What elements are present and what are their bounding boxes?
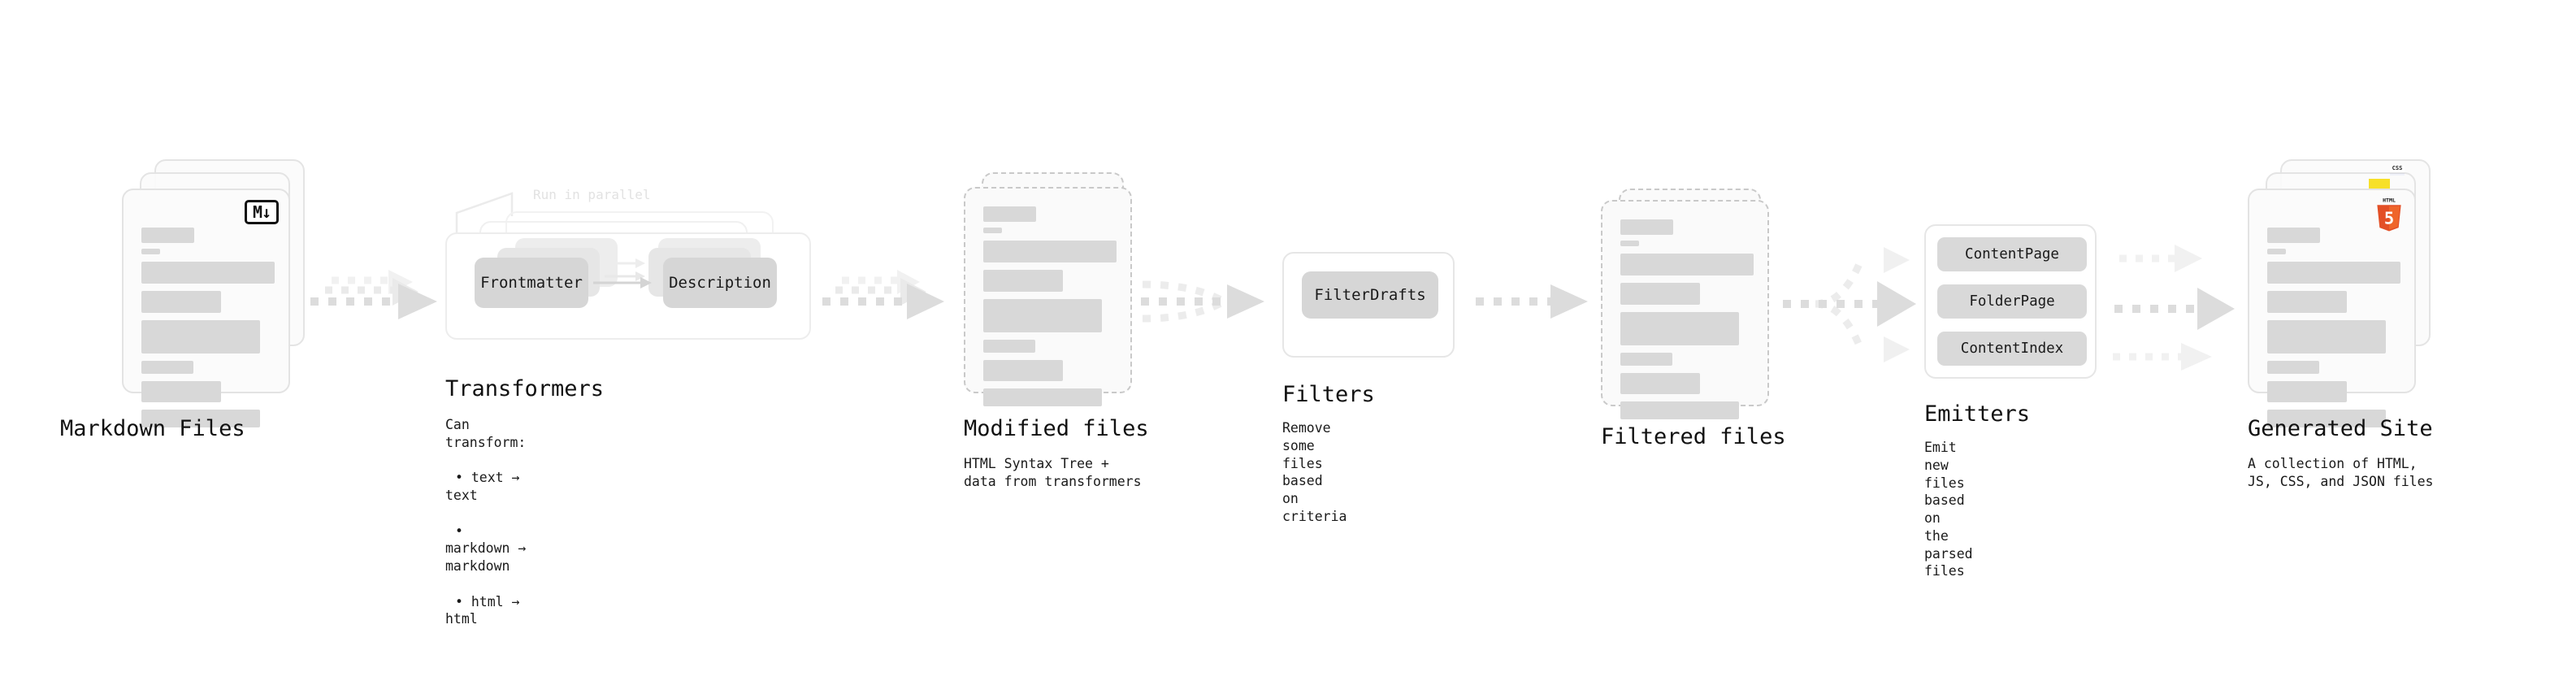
skeleton-bar — [141, 228, 194, 243]
stage-title-markdown-files: Markdown Files — [60, 416, 245, 441]
skeleton-bar — [983, 228, 1002, 233]
stage-desc-filters: Remove some files based on criteria — [1282, 420, 1347, 524]
transform-item: • markdown → markdown — [445, 523, 527, 575]
skeleton-bar — [1620, 312, 1739, 345]
skeleton-bar — [2267, 381, 2347, 402]
pill-label: ContentPage — [1965, 246, 2059, 262]
html5-icon: HTML 5 — [2377, 197, 2401, 232]
pill-label: FilterDrafts — [1314, 286, 1426, 304]
transformer-pill-description[interactable]: Description — [663, 258, 777, 308]
modified-skeleton-bars — [983, 206, 1117, 414]
emitter-pill-folderpage[interactable]: FolderPage — [1937, 284, 2087, 319]
skeleton-bar — [1620, 373, 1700, 394]
transform-item: • html → html — [445, 593, 520, 627]
emitters-panel: ContentPage FolderPage ContentIndex — [1924, 224, 2097, 379]
stage-desc-emitters: Emit new files based on the parsed files — [1924, 440, 1973, 579]
site-card-front: HTML 5 — [2248, 189, 2416, 427]
modified-card-front — [964, 187, 1132, 406]
skeleton-bar — [141, 381, 221, 402]
connector-emitters-to-site — [2113, 245, 2235, 371]
skeleton-bar — [983, 388, 1102, 406]
filtered-skeleton-bars — [1620, 219, 1754, 427]
skeleton-bar — [1620, 283, 1700, 305]
emitter-pill-contentpage[interactable]: ContentPage — [1937, 237, 2087, 271]
html5-icon-number: 5 — [2384, 209, 2394, 228]
stage-generated-site: CSS HTML 5 — [2248, 159, 2435, 489]
pill-label: FolderPage — [1969, 293, 2055, 310]
filters-panel: FilterDrafts — [1282, 252, 1455, 358]
stage-title-filters: Filters — [1282, 382, 1375, 407]
site-skeleton-bars — [2267, 228, 2400, 435]
run-in-parallel-label: Run in parallel — [533, 187, 651, 202]
skeleton-bar — [1620, 254, 1754, 275]
stage-markdown-files: M↓ Markdown Files — [60, 159, 309, 441]
stage-title-emitters: Emitters — [1924, 401, 2031, 427]
skeleton-bar — [2267, 410, 2386, 427]
stage-title-generated-site: Generated Site — [2248, 416, 2433, 441]
skeleton-bar — [1620, 219, 1673, 235]
markdown-skeleton-bars — [141, 228, 275, 435]
html5-icon-label: HTML — [2383, 197, 2396, 204]
stage-desc-transformers: Can transform: • text → text • markdown … — [445, 416, 526, 628]
stage-filtered-files: Filtered files — [1601, 189, 1786, 449]
skeleton-bar — [983, 206, 1036, 222]
site-card-stack: CSS HTML 5 — [2248, 159, 2435, 427]
connector-markdown-to-transformers — [310, 270, 437, 319]
skeleton-bar — [1620, 353, 1672, 366]
transformer-inner-arrow — [593, 277, 652, 288]
skeleton-bar — [2267, 262, 2400, 284]
transformer-pill-frontmatter[interactable]: Frontmatter — [475, 258, 588, 308]
markdown-card-stack: M↓ — [122, 159, 309, 427]
skeleton-bar — [983, 340, 1035, 353]
transform-intro: Can transform: — [445, 417, 527, 450]
markdown-card-front: M↓ — [122, 189, 290, 427]
pill-label: ContentIndex — [1960, 340, 2064, 357]
run-in-parallel-bracket — [455, 192, 514, 237]
skeleton-bar — [983, 270, 1063, 292]
skeleton-bar — [141, 262, 275, 284]
stage-title-filtered-files: Filtered files — [1601, 424, 1786, 449]
skeleton-bar — [2267, 320, 2386, 354]
skeleton-bar — [2267, 361, 2319, 374]
skeleton-bar — [2267, 228, 2320, 243]
skeleton-bar — [141, 361, 193, 374]
filtered-card-stack — [1601, 189, 1780, 419]
skeleton-bar — [141, 249, 160, 254]
transformer-inner-arrow-ghost — [605, 258, 645, 281]
skeleton-bar — [141, 410, 260, 427]
skeleton-bar — [1620, 241, 1639, 246]
connector-transformers-to-modified — [822, 270, 944, 319]
skeleton-bar — [983, 299, 1102, 332]
markdown-icon-arrow: ↓ — [262, 202, 271, 222]
stage-desc-generated-site: A collection of HTML, JS, CSS, and JSON … — [2248, 456, 2434, 489]
transform-item: • text → text — [445, 470, 520, 504]
pill-label: Description — [669, 274, 771, 292]
skeleton-bar — [983, 360, 1063, 381]
markdown-icon: M↓ — [245, 200, 279, 224]
skeleton-bar — [2267, 249, 2286, 254]
connector-filtered-to-emitters — [1783, 247, 1916, 362]
skeleton-bar — [141, 320, 260, 354]
filter-pill-filterdrafts[interactable]: FilterDrafts — [1302, 271, 1438, 319]
stage-title-modified-files: Modified files — [964, 416, 1149, 441]
filtered-card-front — [1601, 200, 1769, 419]
skeleton-bar — [141, 291, 221, 313]
stage-modified-files: Modified files HTML Syntax Tree + data f… — [964, 172, 1149, 489]
markdown-icon-letter: M — [252, 202, 262, 222]
connector-filters-to-filtered — [1476, 284, 1588, 319]
pill-label: Frontmatter — [480, 274, 583, 292]
stage-title-transformers: Transformers — [445, 376, 605, 401]
stage-desc-modified-files: HTML Syntax Tree + data from transformer… — [964, 456, 1142, 489]
emitter-pill-contentindex[interactable]: ContentIndex — [1937, 332, 2087, 366]
skeleton-bar — [983, 241, 1117, 262]
skeleton-bar — [2267, 291, 2347, 313]
modified-card-stack — [964, 172, 1143, 406]
css-icon-label: CSS — [2392, 165, 2403, 171]
connector-modified-to-filters — [1141, 280, 1264, 323]
skeleton-bar — [1620, 401, 1739, 419]
